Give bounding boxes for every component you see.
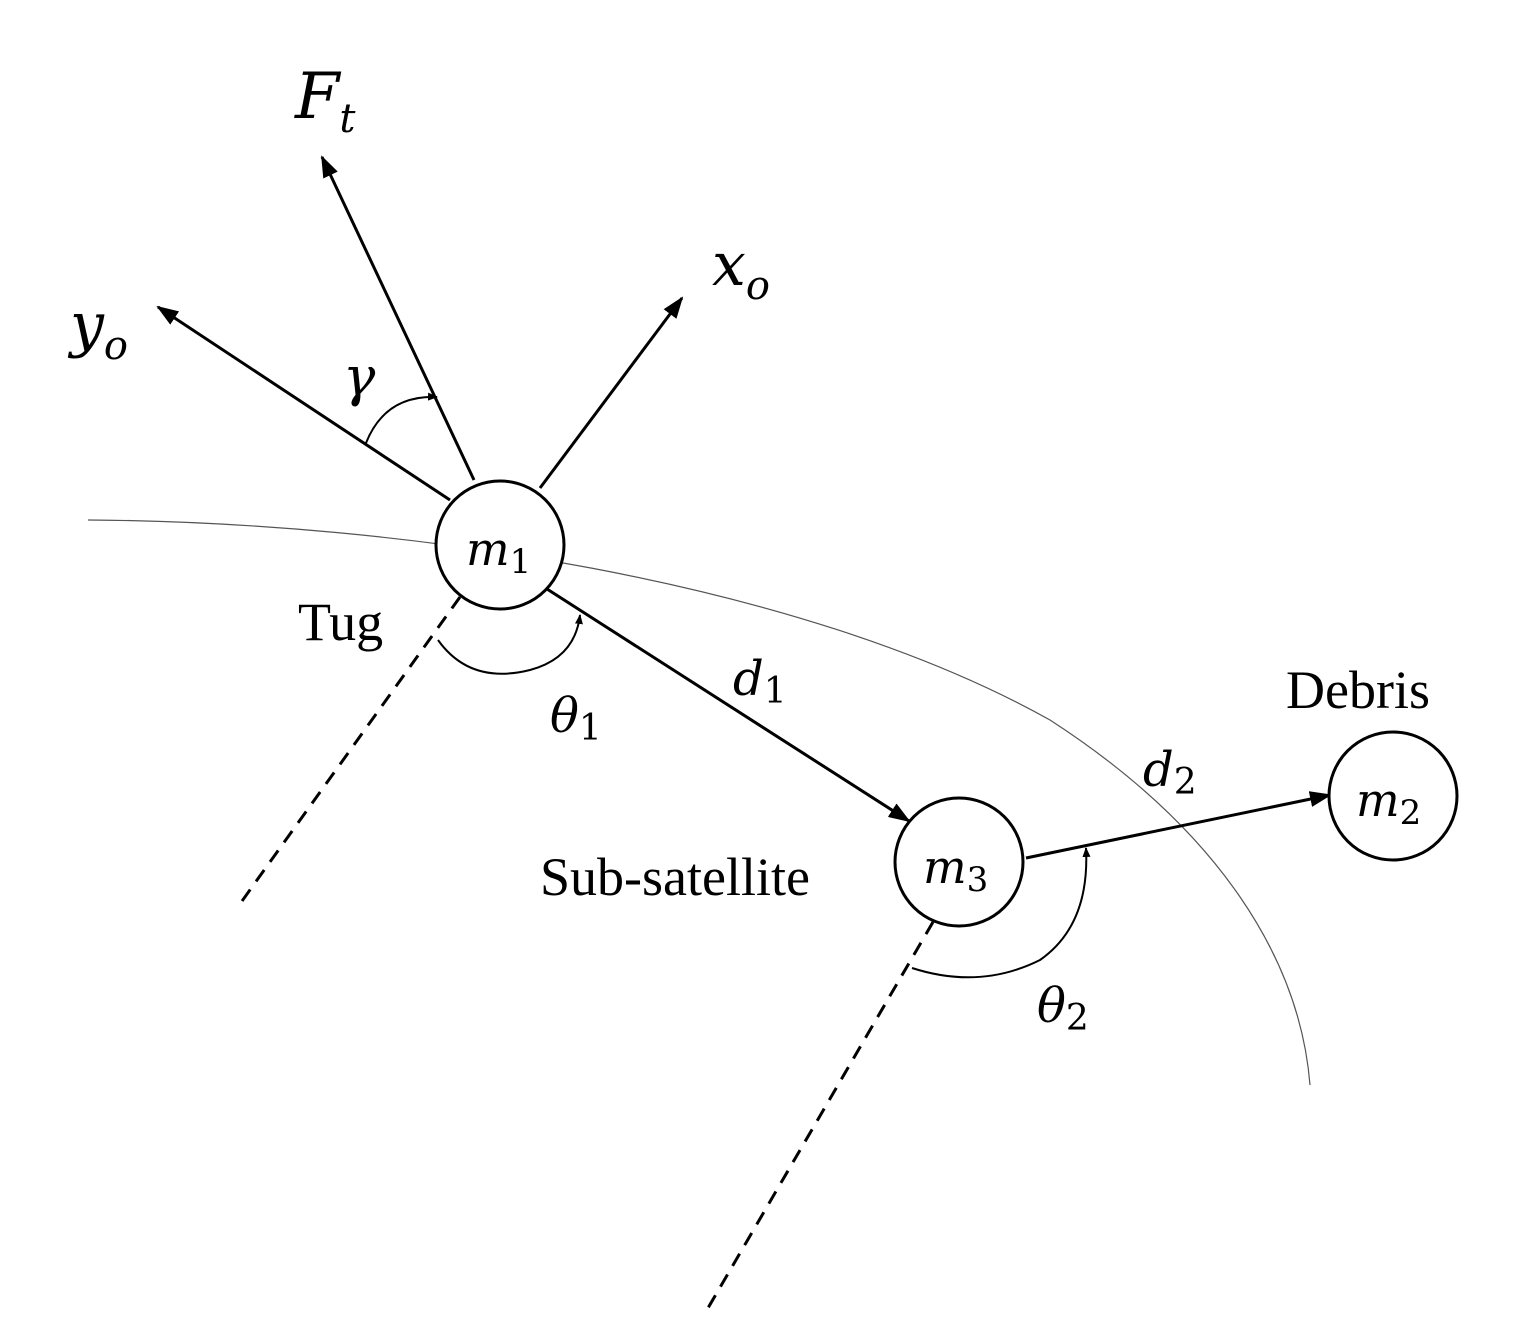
m1-label: m1 [466,522,531,582]
x-axis-label: xo [712,230,770,309]
y-axis-label: yo [67,290,128,369]
debris-label: Debris [1286,660,1430,720]
y-axis-arrow [156,305,451,502]
thrust-label: Ft [294,60,356,142]
d1-label: d1 [733,651,787,712]
sub-satellite-label: Sub-satellite [540,847,810,907]
m2-label: m2 [1356,773,1421,833]
gamma-label: γ [343,345,376,408]
sub-satellite-body [893,796,1025,928]
local-vertical-tug [235,596,462,909]
local-vertical-sub-satellite [706,921,935,1309]
theta1-label: θ1 [550,688,602,749]
theta1-arc [437,614,583,675]
debris-body [1327,730,1459,862]
thrust-arrow [320,155,476,481]
tug-body [434,479,566,611]
d2-label: d2 [1143,742,1197,803]
orbit-curve [87,519,1311,1086]
x-axis-arrow [538,296,684,489]
tether-d2 [1025,791,1332,860]
tether-d1 [546,587,911,823]
m3-label: m3 [923,840,988,900]
gamma-arc [365,392,438,444]
theta2-arc [911,847,1091,979]
theta2-label: θ2 [1037,978,1089,1039]
tug-label: Tug [298,592,383,652]
